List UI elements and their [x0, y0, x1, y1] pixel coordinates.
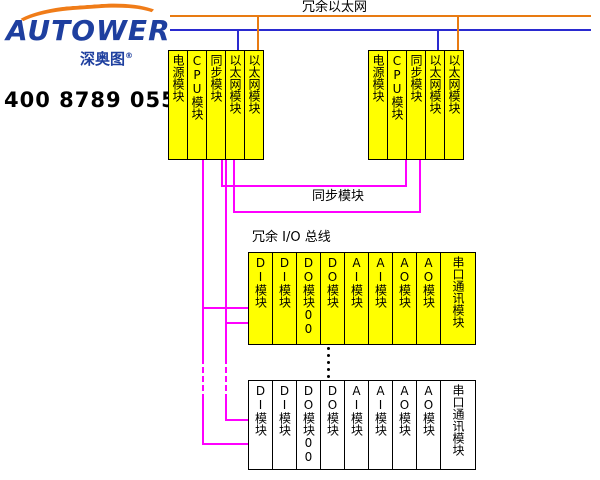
io-rack-bottom: DI模块 DI模块 DO模块00 DO模块 AI模块 AI模块 AO模块 AO模… [248, 380, 476, 470]
io-bus-a-tap-bottom-rack [202, 443, 248, 445]
module-ao-1: AO模块 [392, 252, 417, 345]
module-ai-1: AI模块 [344, 252, 369, 345]
module-do-1: DO模块00 [296, 380, 321, 470]
module-label: CPU模块 [390, 54, 404, 120]
io-bus-b-tap-bottom-rack [225, 419, 248, 421]
sync-link1-horizontal [221, 185, 407, 187]
module-ao-2: AO模块 [416, 252, 441, 345]
logo-subtitle-text: 深奥图 [80, 50, 126, 68]
module-label: AO模块 [397, 384, 412, 436]
registered-mark: ® [125, 51, 134, 60]
rack2-ethernet1-drop-line [437, 31, 439, 50]
module-label: DO模块 [325, 384, 340, 436]
module-label: 同步模块 [409, 54, 423, 102]
module-ai-2: AI模块 [368, 380, 393, 470]
sync-link2-left-drop [233, 160, 235, 213]
module-label: 串口通讯模块 [451, 384, 465, 456]
module-do-1: DO模块00 [296, 252, 321, 345]
module-label: AO模块 [421, 256, 436, 308]
module-sync: 同步模块 [406, 50, 426, 160]
module-label: 以太网模块 [447, 54, 461, 114]
module-power-supply: 电源模块 [168, 50, 188, 160]
module-di-2: DI模块 [272, 252, 297, 345]
module-do-2: DO模块 [320, 252, 345, 345]
module-cpu: CPU模块 [387, 50, 407, 160]
module-label: DO模块 [325, 256, 340, 308]
module-serial-comm: 串口通讯模块 [440, 252, 476, 345]
rack1-ethernet2-drop-line [257, 17, 259, 50]
module-label: AO模块 [397, 256, 412, 308]
io-bus-b-upper [225, 160, 227, 358]
module-ethernet-1: 以太网模块 [225, 50, 245, 160]
module-label: DI模块 [253, 256, 268, 308]
io-bus-a-lower [202, 400, 204, 445]
sync-link1-right-drop [405, 160, 407, 187]
module-label: 电源模块 [371, 54, 385, 102]
logo-text: AUTOWER [6, 14, 171, 47]
module-di-2: DI模块 [272, 380, 297, 470]
module-label: DO模块00 [301, 256, 316, 336]
io-bus-b-lower [225, 400, 227, 421]
io-bus-b-tap-top-rack [225, 322, 248, 324]
module-label: AI模块 [373, 384, 388, 436]
module-label: 以太网模块 [247, 54, 261, 114]
module-ao-2: AO模块 [416, 380, 441, 470]
module-label: AO模块 [421, 384, 436, 436]
module-label: DI模块 [277, 384, 292, 436]
module-label: AI模块 [349, 384, 364, 436]
module-label: 电源模块 [171, 54, 185, 102]
module-di-1: DI模块 [248, 252, 273, 345]
module-label: 以太网模块 [228, 54, 242, 114]
phone-number: 400 8789 055 [4, 88, 177, 112]
module-di-1: DI模块 [248, 380, 273, 470]
ethernet-bus-line-b [170, 29, 591, 31]
autower-logo: AUTOWER 深奥图® [6, 0, 176, 78]
module-sync: 同步模块 [206, 50, 226, 160]
module-label: DO模块00 [301, 384, 316, 464]
module-label: 串口通讯模块 [451, 256, 465, 328]
io-bus-a-upper [202, 160, 204, 358]
module-label: DI模块 [277, 256, 292, 308]
io-rack-top: DI模块 DI模块 DO模块00 DO模块 AI模块 AI模块 AO模块 AO模… [248, 252, 476, 345]
module-cpu: CPU模块 [187, 50, 207, 160]
module-label: CPU模块 [190, 54, 204, 120]
module-ao-1: AO模块 [392, 380, 417, 470]
redundant-io-bus-label: 冗余 I/O 总线 [250, 230, 333, 245]
sync-module-label: 同步模块 [310, 189, 367, 204]
module-power-supply: 电源模块 [368, 50, 388, 160]
io-bus-b-dashed [225, 358, 227, 400]
module-label: 同步模块 [209, 54, 223, 102]
ethernet-bus-line-a [170, 15, 591, 17]
module-do-2: DO模块 [320, 380, 345, 470]
module-ethernet-1: 以太网模块 [425, 50, 445, 160]
sync-link2-horizontal [233, 211, 421, 213]
module-serial-comm: 串口通讯模块 [440, 380, 476, 470]
module-label: AI模块 [373, 256, 388, 308]
redundant-ethernet-label: 冗余以太网 [300, 0, 370, 15]
sync-link2-right-drop [419, 160, 421, 213]
rack2-ethernet2-drop-line [457, 17, 459, 50]
controller-rack-right: 电源模块 CPU模块 同步模块 以太网模块 以太网模块 [368, 50, 464, 160]
module-ai-1: AI模块 [344, 380, 369, 470]
module-label: AI模块 [349, 256, 364, 308]
io-bus-a-dashed [202, 358, 204, 400]
logo-subtitle: 深奥图® [80, 48, 176, 69]
rack1-ethernet1-drop-line [237, 31, 239, 50]
module-label: DI模块 [253, 384, 268, 436]
module-ai-2: AI模块 [368, 252, 393, 345]
module-ethernet-2: 以太网模块 [444, 50, 464, 160]
module-ethernet-2: 以太网模块 [244, 50, 264, 160]
controller-rack-left: 电源模块 CPU模块 同步模块 以太网模块 以太网模块 [168, 50, 264, 160]
io-bus-a-tap-top-rack [202, 307, 248, 309]
sync-link1-left-drop [221, 160, 223, 187]
module-label: 以太网模块 [428, 54, 442, 114]
